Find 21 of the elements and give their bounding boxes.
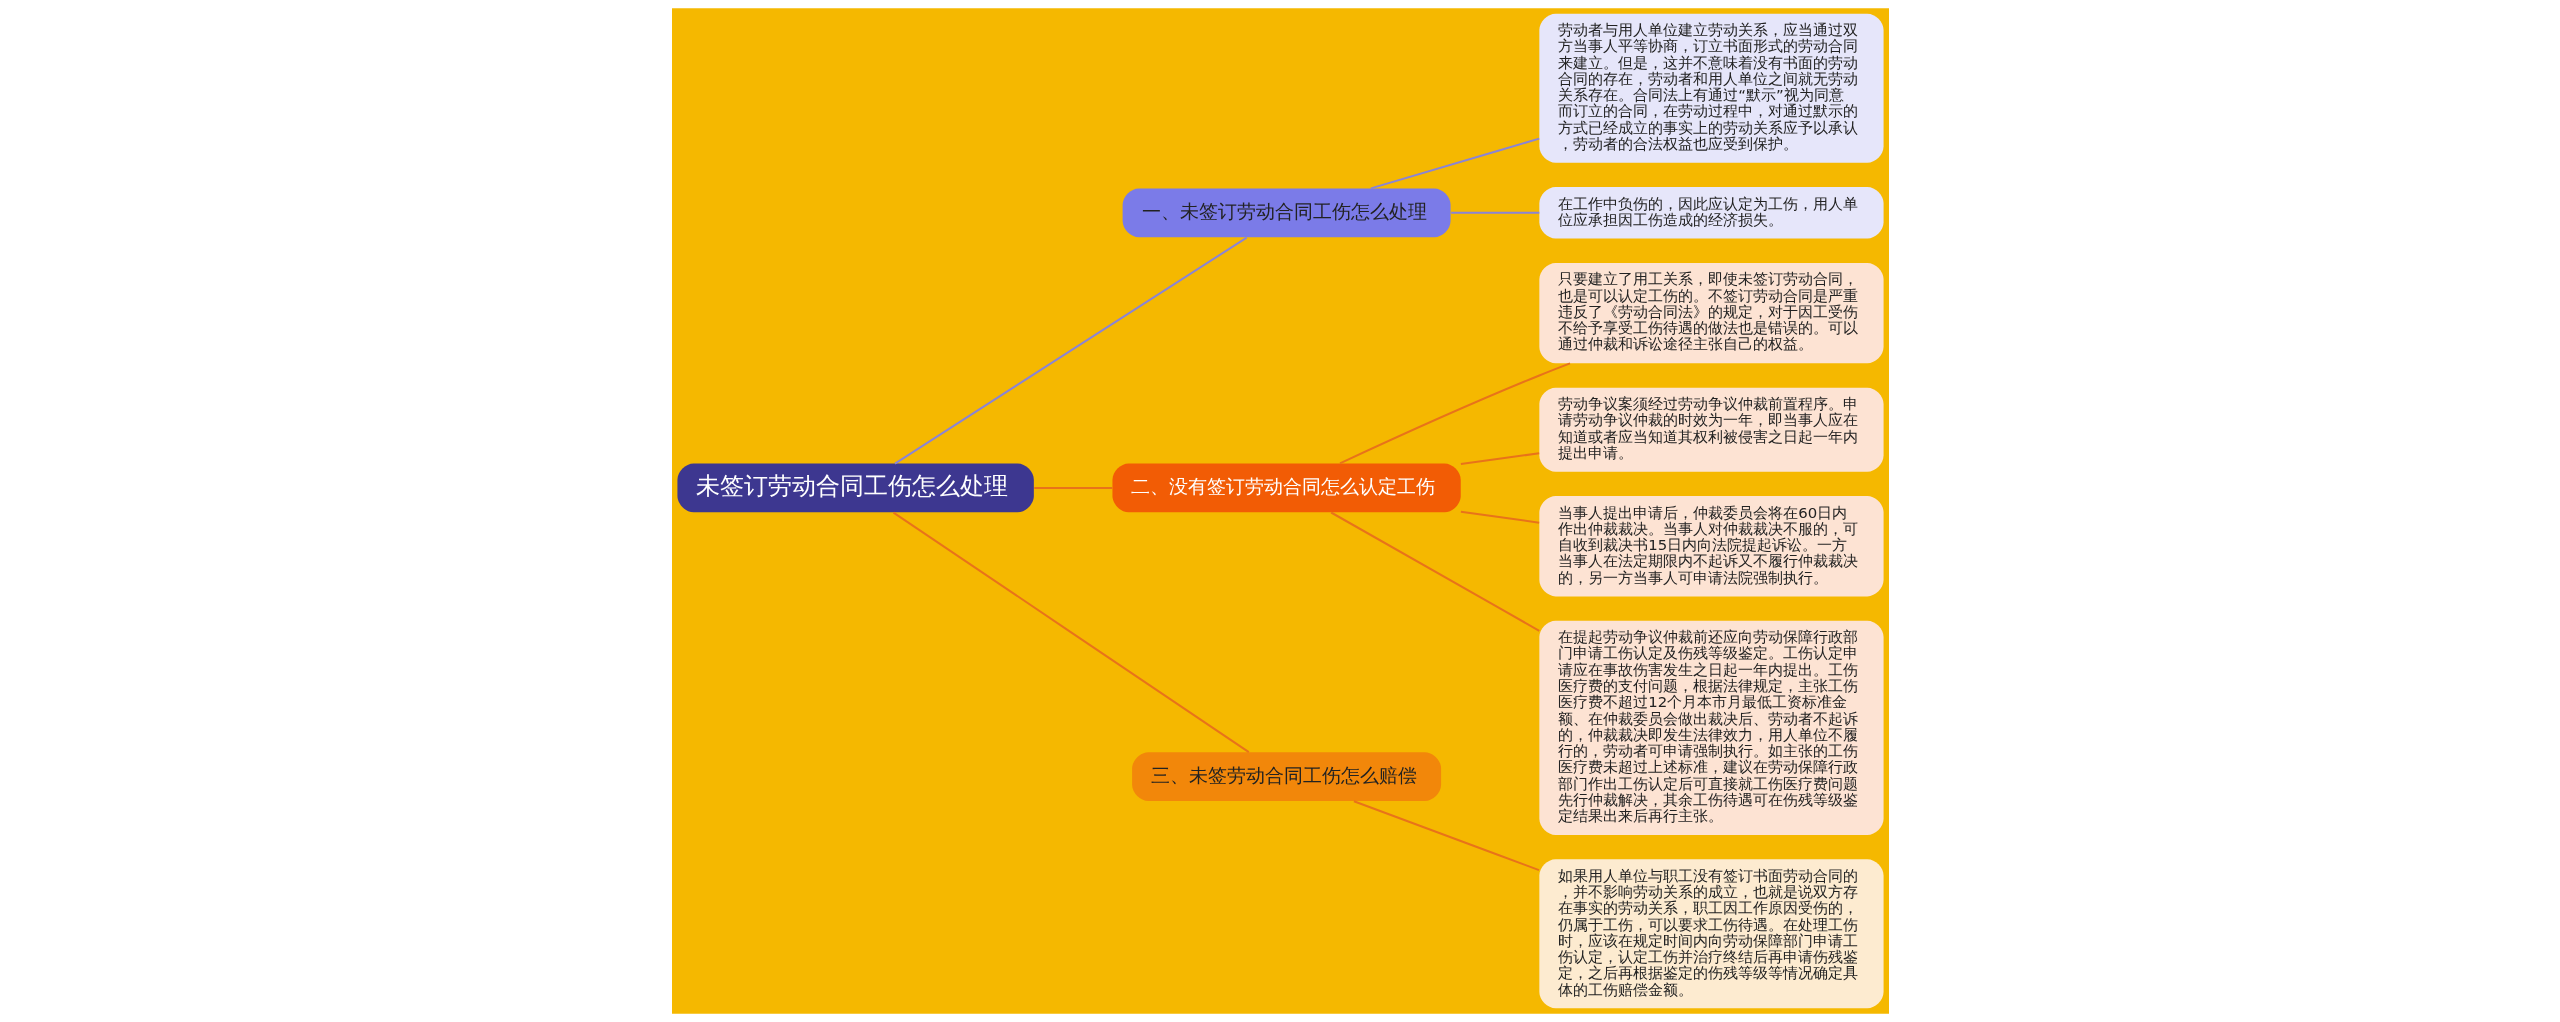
connector bbox=[1460, 452, 1539, 466]
node-box: 在工作中负伤的，因此应认定为工伤，用人单位应承担因工伤造成的经济损失。 bbox=[1538, 187, 1884, 239]
connector bbox=[1370, 137, 1539, 190]
connector bbox=[1353, 800, 1539, 872]
node-box: 在提起劳动争议仲裁前还应向劳动保障行政部门申请工伤认定及伤残等级鉴定。工伤认定申请应在事故伤害发生之日起一年内提出。工伤医疗费的支付问题，根据法律规定，主张工伤医疗费不超过12个月本市月最低工资标准金额、在仲裁委员会做出裁决后、劳动者不起诉的，仲裁裁决即发生法律效力，用人单位不履行的，劳动者可申请强制执行。如主张的工伤医疗费未超过上述标准，建议在劳动保障行政部门作出工伤认定后可直接就工伤医疗费问题先行仲裁解决，其余工伤待遇可在伤残等级鉴定结果出来后再行主张。 bbox=[1538, 620, 1884, 835]
connector bbox=[892, 511, 1249, 753]
connector bbox=[1450, 211, 1539, 214]
node-box: 未签订劳动合同工伤怎么处理 bbox=[676, 463, 1034, 513]
node-box: 当事人提出申请后，仲裁委员会将在60日内作出仲裁裁决。当事人对仲裁裁决不服的，可自收到裁决书15日内向法院提起诉讼。一方当事人在法定期限内不起诉又不履行仲裁裁决的，另一方当事人可申请法院强制执行。 bbox=[1538, 496, 1884, 597]
node-box: 二、没有签订劳动合同怎么认定工伤 bbox=[1111, 463, 1461, 513]
node-box: 三、未签劳动合同工伤怎么赔偿 bbox=[1131, 752, 1441, 801]
node-box: 劳动者与用人单位建立劳动关系，应当通过双方当事人平等协商，订立书面形式的劳动合同来建立。但是，这并不意味着没有书面的劳动合同的存在，劳动者和用人单位之间就无劳动关系存在。合同法上有通过“默示”视为同意而订立的合同，在劳动过程中，对通过默示的方式已经成立的事实上的劳动关系应予以承认，劳动者的合法权益也应受到保护。 bbox=[1538, 13, 1884, 163]
connector bbox=[1460, 510, 1539, 524]
node-box: 劳动争议案须经过劳动争议仲裁前置程序。申请劳动争议仲裁的时效为一年，即当事人应在知道或者应当知道其权利被侵害之日起一年内提出申请。 bbox=[1538, 387, 1884, 472]
connector bbox=[1330, 511, 1540, 632]
node-box: 一、未签订劳动合同工伤怎么处理 bbox=[1122, 188, 1451, 238]
node-box: 只要建立了用工关系，即使未签订劳动合同，也是可以认定工伤的。不签订劳动合同是严重违反了《劳动合同法》的规定，对于因工受伤不给予享受工伤待遇的做法也是错误的。可以通过仲裁和诉讼途径主张自己的权益。 bbox=[1538, 263, 1884, 364]
connector bbox=[1033, 486, 1112, 489]
connector bbox=[893, 236, 1247, 465]
node-box: 如果用人单位与职工没有签订书面劳动合同的，并不影响劳动关系的成立，也就是说双方存在事实的劳动关系，职工因工作原因受伤的，仍属于工伤，可以要求工伤待遇。在处理工伤时，应该在规定时间内向劳动保障部门申请工伤认定，认定工伤并治疗终结后再申请伤残鉴定，之后再根据鉴定的伤残等级等情况确定具体的工伤赔偿金额。 bbox=[1538, 859, 1884, 1009]
connector bbox=[1339, 362, 1570, 465]
